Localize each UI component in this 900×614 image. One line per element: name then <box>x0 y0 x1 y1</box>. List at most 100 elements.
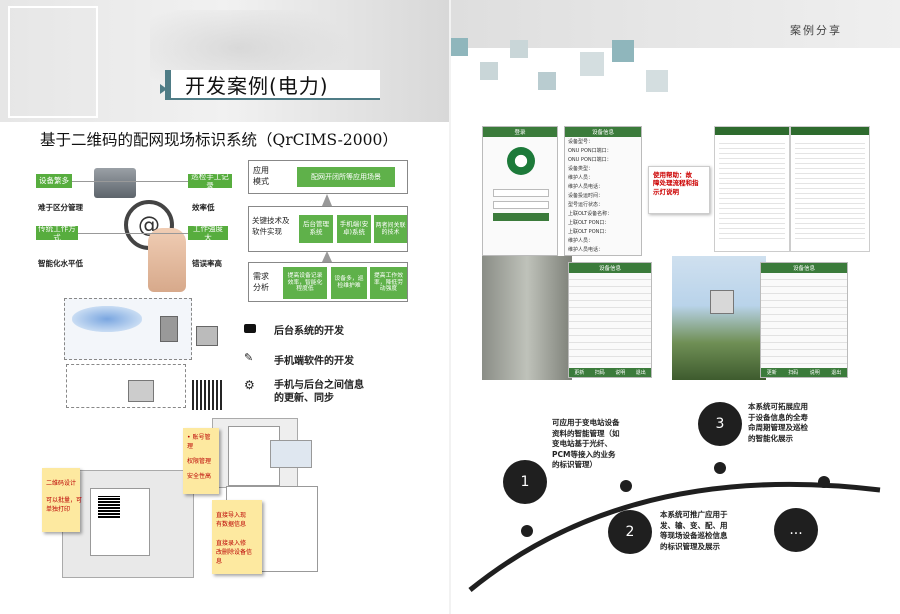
qr-code <box>98 496 120 518</box>
doc-lines <box>569 273 651 369</box>
footer-update[interactable]: 更新 <box>574 370 585 376</box>
footer-scan[interactable]: 扫码 <box>788 370 799 376</box>
device-info-screen: 设备信息 设备型号： ONU PON口端口： ONU PON口端口： 设备类型：… <box>564 126 642 256</box>
feature-text: 后台系统的开发 <box>274 326 344 337</box>
problem-tag: 工作强度大 <box>188 224 228 242</box>
footer-scan[interactable]: 扫码 <box>594 370 605 376</box>
feature-text: 手机与后台之间信息 的更新、同步 <box>274 380 364 404</box>
problems-graphic: @ 设备繁多 难于区分管理 传统工作方式 智能化水平低 巡检手工记录 效率低 工… <box>36 168 246 296</box>
pole-photo <box>672 256 766 380</box>
server-image <box>160 316 178 342</box>
hand-image <box>148 228 186 292</box>
help-tip: 使用帮助：故 障处理流程和指 示灯说明 <box>648 166 710 214</box>
phone-footer: 更新 扫码 说明 退出 <box>569 368 651 377</box>
info-row: 设备型号： <box>568 139 594 145</box>
problem-left-3: 传统工作方式 <box>36 224 78 242</box>
timeline-text: 本系统可拓展应用 于设备信息的全寿 命周期管理及巡检 的智能化展示 <box>748 402 808 443</box>
deco-square <box>538 72 556 90</box>
equipment-box <box>710 290 734 314</box>
note-line: 安全性高 <box>187 473 212 480</box>
deco-square <box>510 40 528 58</box>
feature-item: 后台系统的开发 <box>244 322 444 337</box>
username-input[interactable] <box>493 189 549 197</box>
gear-icon: ⚙ <box>244 378 255 392</box>
cabinet-photo <box>482 256 572 380</box>
login-screen: 登录 <box>482 126 558 256</box>
framework-row-2: 关键技术及 软件实现 后台管理 系统 手机端(安 卓)系统 两者间关联 的技术 <box>248 206 408 252</box>
problem-right-2: 效率低 <box>192 203 215 212</box>
phone-header: 设备信息 <box>565 127 641 137</box>
footer-help[interactable]: 说明 <box>809 370 820 376</box>
timeline-bubble: 1 <box>503 460 547 504</box>
page-divider <box>449 0 451 614</box>
note-line: 二维码设计 <box>46 480 77 487</box>
footer-exit[interactable]: 退出 <box>635 370 646 376</box>
device-info-screen: 设备信息 更新 扫码 说明 退出 <box>568 262 652 378</box>
info-row: 上联OLT PON口： <box>568 229 610 235</box>
cloud-image <box>72 306 142 332</box>
problem-right-1: 巡检手工记录 <box>188 172 232 190</box>
phone-footer: 更新 扫码 说明 退出 <box>761 368 847 377</box>
framework-row-3: 需求 分析 提高设备记录 效率，智能化 程度低 设备多，巡 检维护难 提高工作效… <box>248 262 408 302</box>
framework-item: 后台管理 系统 <box>299 215 333 243</box>
login-button[interactable] <box>493 213 549 221</box>
info-row: 维护人员： <box>568 238 594 244</box>
info-row: ONU PON口端口： <box>568 148 612 154</box>
people-image <box>94 168 136 198</box>
sticky-note: 直接导入现 有数据信息 直接录入修 改删除设备信 息 <box>212 500 262 574</box>
framework-diagram: 应用 模式 配网开闭所等应用场景 关键技术及 软件实现 后台管理 系统 手机端(… <box>248 158 408 304</box>
network-box <box>66 364 186 408</box>
title-arrow <box>160 84 167 94</box>
deco-square <box>580 52 604 76</box>
note-line: 直接录入修 改删除设备信 息 <box>216 540 253 565</box>
right-page: 案例分享 登录 设备信息 设备型号： ONU PON口端口： ONU PON口端… <box>450 0 900 614</box>
info-row: 设备类型： <box>568 166 594 172</box>
section-label: 案例分享 <box>790 24 842 37</box>
phone-header: 设备信息 <box>761 263 847 273</box>
note-line: • 账号管理 <box>187 434 211 450</box>
qr-code <box>192 380 224 410</box>
framework-item: 配网开闭所等应用场景 <box>297 167 395 187</box>
server-image <box>196 326 218 346</box>
arrow-up-icon <box>322 194 332 206</box>
framework-item: 两者间关联 的技术 <box>374 215 407 243</box>
timeline-bubble: 3 <box>698 402 742 446</box>
deco-square <box>480 62 498 80</box>
row-label: 需求 分析 <box>253 272 269 292</box>
phone-header: 登录 <box>483 127 557 137</box>
footer-exit[interactable]: 退出 <box>831 370 842 376</box>
timeline-bubble: ... <box>774 508 818 552</box>
info-row: 设备投运时间： <box>568 193 604 199</box>
framework-item: 提高工作效 率，降低劳 动强度 <box>370 267 407 299</box>
corner-frame <box>8 6 98 118</box>
problem-tag: 传统工作方式 <box>36 224 78 242</box>
doc-lines <box>761 273 847 369</box>
timeline-dot <box>714 462 726 474</box>
info-row: 型号运行状态： <box>568 202 604 208</box>
footer-update[interactable]: 更新 <box>766 370 777 376</box>
info-row: 上联OLT设备名称： <box>568 211 613 217</box>
timeline-bubble: 2 <box>608 510 652 554</box>
problem-left-1: 设备繁多 <box>36 174 72 188</box>
device-info-screen: 设备信息 更新 扫码 说明 退出 <box>760 262 848 378</box>
info-row: ONU PON口端口： <box>568 157 612 163</box>
doc-header <box>791 127 869 135</box>
app-window-3 <box>270 440 312 468</box>
framework-row-1: 应用 模式 配网开闭所等应用场景 <box>248 160 408 194</box>
feature-text: 手机端软件的开发 <box>274 356 354 367</box>
page-title: 开发案例(电力) <box>185 73 329 98</box>
framework-item: 设备多，巡 检维护难 <box>331 267 367 299</box>
deco-square <box>450 38 468 56</box>
feature-item: ✎ 手机端软件的开发 <box>244 352 444 367</box>
timeline-text: 本系统可推广应用于 发、输、变、配、用 等现场设备巡检信息 的标识管理及展示 <box>660 510 728 551</box>
password-input[interactable] <box>493 201 549 209</box>
network-diagram <box>64 298 236 410</box>
problem-left-2: 难于区分管理 <box>38 203 83 212</box>
help-document <box>714 126 790 252</box>
state-grid-logo <box>507 147 535 175</box>
feature-item: ⚙ 手机与后台之间信息 的更新、同步 <box>244 378 444 406</box>
doc-header <box>715 127 789 135</box>
title-box: 开发案例(电力) <box>165 70 380 100</box>
footer-help[interactable]: 说明 <box>615 370 626 376</box>
deco-square <box>612 40 634 62</box>
